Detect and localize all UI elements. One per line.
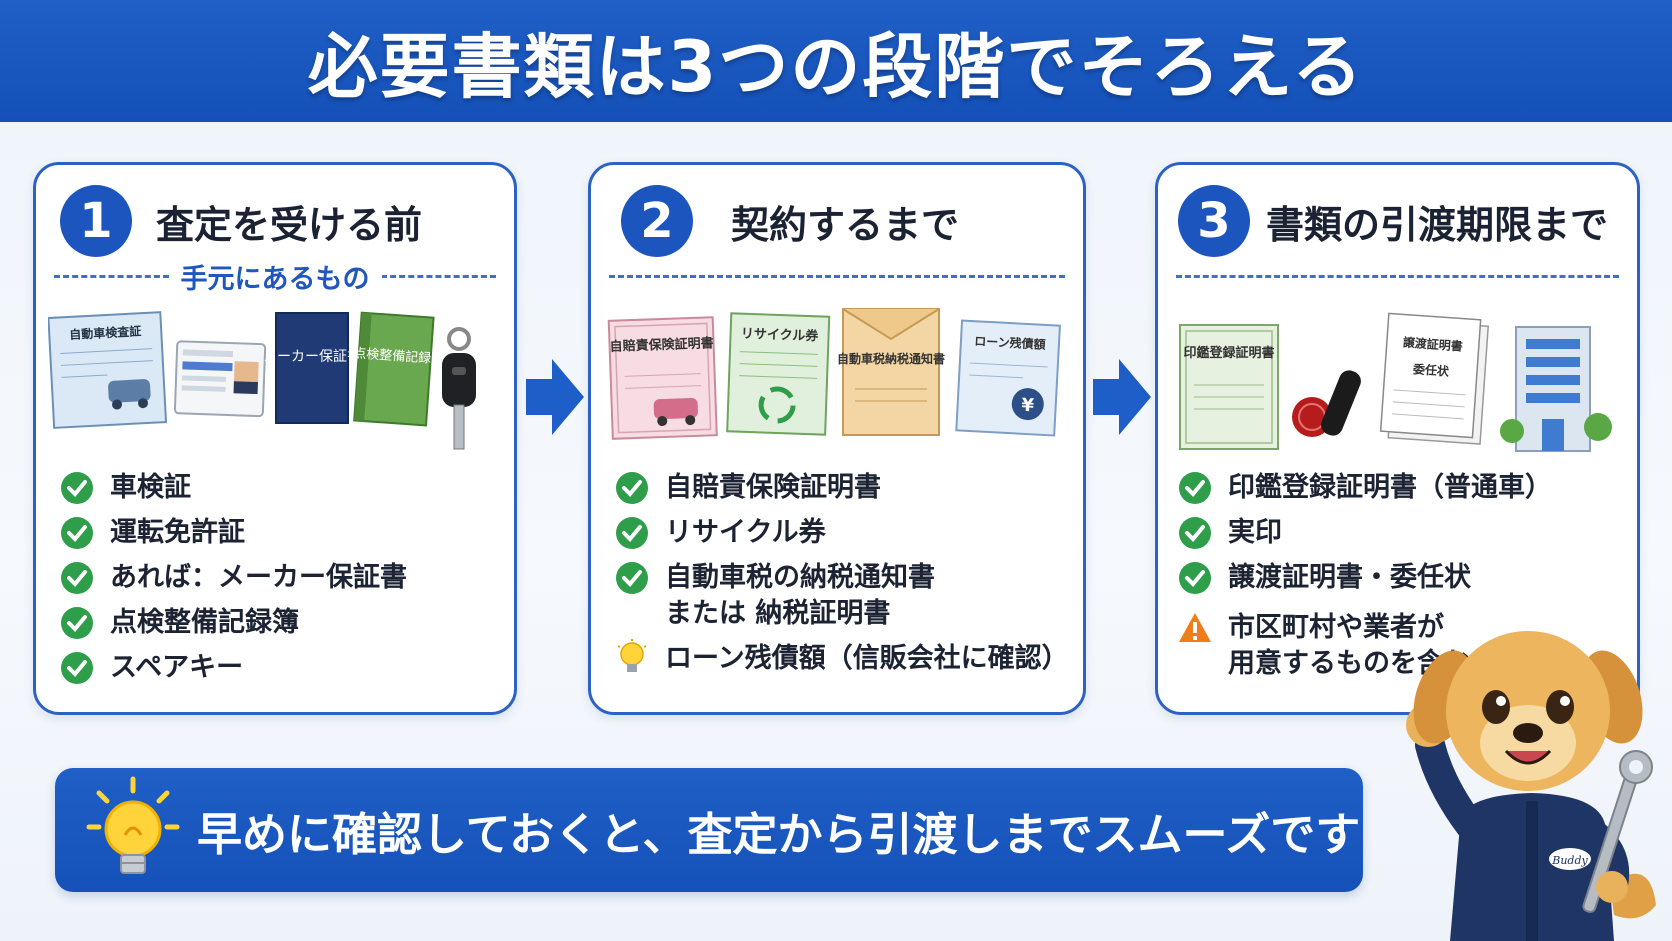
illus-label-jibaiseki: 自賠責保険証明書 <box>609 335 714 355</box>
divider <box>609 275 1065 278</box>
warning-icon <box>1179 613 1211 642</box>
step-items-2: 自賠責保険証明書 リサイクル券 自動車税の納税通知書 または 納税証明書 ローン… <box>615 470 1073 687</box>
arrow-right-icon <box>526 359 584 435</box>
list-item: 点検整備記録簿 <box>60 605 504 641</box>
step-items-3: 印鑑登録証明書（普通車） 実印 譲渡証明書・委任状 市区町村や業者が 用意するも… <box>1178 470 1627 691</box>
step-number-3: 3 <box>1178 185 1250 257</box>
tip-banner: 早めに確認しておくと、査定から引渡しまでスムーズです <box>55 768 1363 892</box>
check-icon <box>61 562 93 594</box>
list-item: ローン残債額（信販会社に確認） <box>615 639 1073 678</box>
mascot-badge: Buddy <box>1551 854 1588 867</box>
list-item: 自動車税の納税通知書 <box>615 560 1073 596</box>
illus-label-shakensho: 自動車検査証 <box>69 323 142 342</box>
check-icon <box>61 607 93 639</box>
list-item: または 納税証明書 <box>665 598 891 629</box>
check-icon <box>1179 472 1211 504</box>
step-title-1: 査定を受ける前 <box>156 202 423 247</box>
check-icon <box>616 472 648 504</box>
documents-illustration-3: 印鑑登録証明書 譲渡証明書 委任状 <box>1179 312 1612 452</box>
illus-label-transfer: 譲渡証明書 <box>1402 334 1463 353</box>
step-card-3: 3 書類の引渡期限まで 印鑑登録証明書 譲渡証明書 委任状 <box>1155 162 1640 715</box>
list-item: 運転免許証 <box>60 515 504 551</box>
documents-illustration-1: 自動車検査証 メーカー保証書 点検整備記録簿 <box>48 311 476 450</box>
page-header: 必要書類は3つの段階でそろえる <box>0 0 1672 122</box>
step-subtitle-1: 手元にあるもの <box>168 264 382 295</box>
step-card-2: 2 契約するまで 自賠責保険証明書 リサイクル券 自動車税納税通知書 ローン残債… <box>588 162 1086 715</box>
yen-icon: ¥ <box>1021 395 1035 417</box>
hanko-stamp-icon <box>1292 370 1361 437</box>
list-item: 譲渡証明書・委任状 <box>1178 560 1627 596</box>
illus-label-tax-notice: 自動車税納税通知書 <box>837 351 945 366</box>
list-item: 実印 <box>1178 515 1627 551</box>
illus-label-warranty: メーカー保証書 <box>263 349 361 365</box>
list-item: 印鑑登録証明書（普通車） <box>1178 470 1627 506</box>
step-title-2: 契約するまで <box>731 202 960 247</box>
check-icon <box>61 472 93 504</box>
step-title-3: 書類の引渡期限まで <box>1266 202 1609 247</box>
illus-label-maintenance: 点検整備記録簿 <box>353 345 445 367</box>
list-item: 自賠責保険証明書 <box>615 470 1073 506</box>
list-item: あれば：メーカー保証書 <box>60 560 504 596</box>
arrow-right-icon <box>1093 359 1151 435</box>
page-title: 必要書類は3つの段階でそろえる <box>307 25 1365 108</box>
lightbulb-icon <box>617 639 647 672</box>
wrench-icon <box>1582 750 1653 913</box>
banner-text: 早めに確認しておくと、査定から引渡しまでスムーズです <box>197 807 1361 861</box>
step-card-1: 1 査定を受ける前 手元にあるもの 自動車検査証 メーカー保証書 点検整備記録簿 <box>33 162 517 715</box>
step-number-1: 1 <box>60 185 132 257</box>
illus-label-loan: ローン残債額 <box>974 333 1046 352</box>
step-number-2: 2 <box>621 185 693 257</box>
lightbulb-icon <box>86 776 180 874</box>
illus-label-recycle: リサイクル券 <box>741 326 820 345</box>
illus-label-inkan: 印鑑登録証明書 <box>1183 345 1274 361</box>
list-item: 市区町村や業者が <box>1178 610 1627 646</box>
documents-illustration-2: 自賠責保険証明書 リサイクル券 自動車税納税通知書 ローン残債額 ¥ <box>607 308 1061 440</box>
list-item: スペアキー <box>60 650 504 686</box>
mascot-dog: Buddy <box>1406 631 1656 941</box>
check-icon <box>61 517 93 549</box>
office-building-icon <box>1500 326 1612 452</box>
check-icon <box>1179 562 1211 594</box>
check-icon <box>61 652 93 684</box>
list-item: 車検証 <box>60 470 504 506</box>
divider <box>1176 275 1619 278</box>
step-items-1: 車検証 運転免許証 あれば：メーカー保証書 点検整備記録簿 スペアキー <box>60 470 504 695</box>
check-icon <box>616 562 648 594</box>
illus-label-proxy: 委任状 <box>1412 361 1451 379</box>
check-icon <box>616 517 648 549</box>
check-icon <box>1179 517 1211 549</box>
car-key-icon <box>442 327 476 450</box>
list-item: リサイクル券 <box>615 515 1073 551</box>
